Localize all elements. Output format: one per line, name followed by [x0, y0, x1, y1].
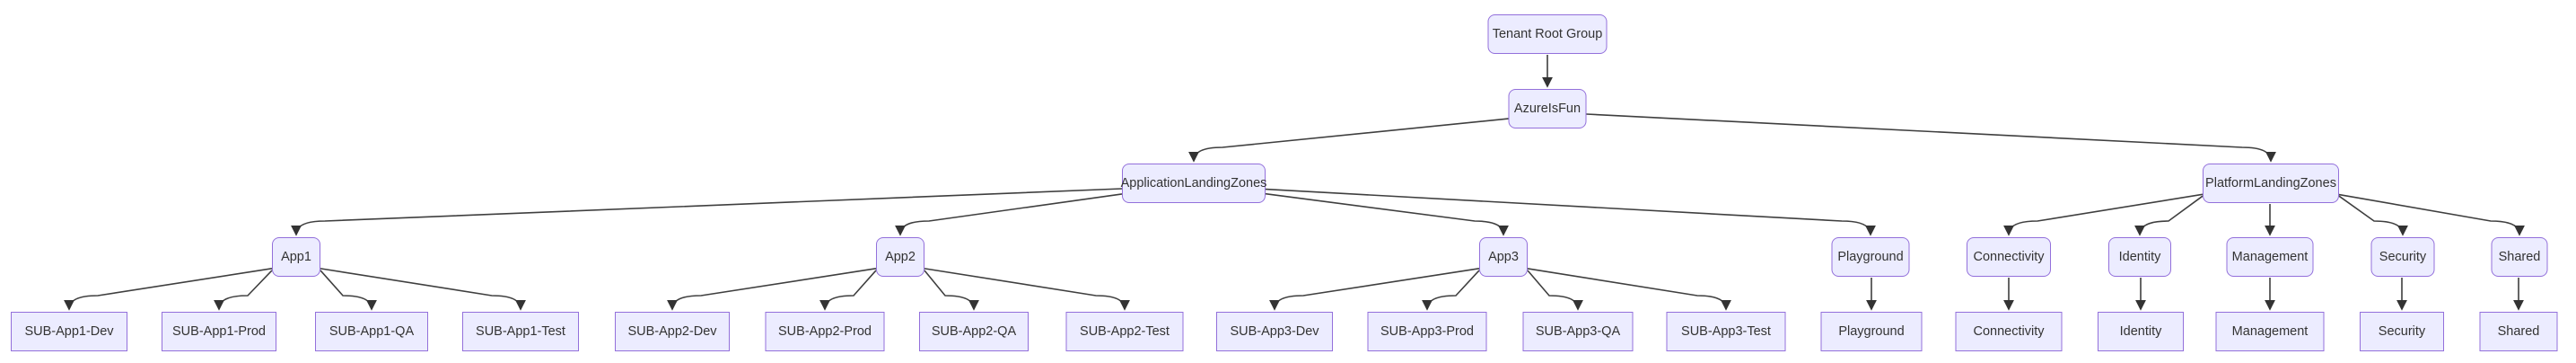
edge-app2-to-sub-app2-qa	[924, 270, 979, 311]
node-identity-sub: Identity	[2098, 312, 2184, 351]
node-azure-is-fun: AzureIsFun	[1508, 89, 1587, 128]
node-playground-sub: Playground	[1820, 312, 1923, 351]
edge-platform-landing-zones-to-shared-mg	[2338, 193, 2525, 236]
node-sub-app2-test: SUB-App2-Test	[1065, 312, 1184, 351]
node-sub-app1-prod: SUB-App1-Prod	[162, 312, 276, 351]
node-sub-app3-qa: SUB-App3-QA	[1522, 312, 1634, 351]
edge-azure-is-fun-to-application-landing-zones	[1188, 118, 1509, 163]
node-sub-app2-qa: SUB-App2-QA	[919, 312, 1029, 351]
edge-azure-is-fun-to-platform-landing-zones	[1586, 113, 2276, 163]
edge-app3-to-sub-app3-test	[1527, 268, 1731, 311]
edge-application-landing-zones-to-app2	[895, 193, 1123, 236]
node-shared-mg: Shared	[2491, 237, 2548, 277]
node-sub-app1-qa: SUB-App1-QA	[315, 312, 428, 351]
node-sub-app3-prod: SUB-App3-Prod	[1367, 312, 1487, 351]
node-management-sub: Management	[2215, 312, 2325, 351]
edge-app2-to-sub-app2-test	[924, 268, 1130, 311]
node-connectivity-sub: Connectivity	[1955, 312, 2063, 351]
edge-application-landing-zones-to-app3	[1265, 192, 1509, 236]
node-tenant-root-group: Tenant Root Group	[1487, 14, 1608, 54]
edge-app3-to-sub-app3-dev	[1269, 268, 1480, 311]
edge-app2-to-sub-app2-prod	[819, 270, 877, 311]
node-sub-app2-prod: SUB-App2-Prod	[765, 312, 885, 351]
edge-platform-landing-zones-to-security-mg	[2338, 195, 2408, 236]
node-sub-app1-test: SUB-App1-Test	[462, 312, 579, 351]
node-sub-app3-dev: SUB-App3-Dev	[1216, 312, 1333, 351]
node-security-mg: Security	[2370, 237, 2435, 277]
edge-app3-to-sub-app3-prod	[1422, 270, 1480, 311]
node-shared-sub: Shared	[2479, 312, 2558, 351]
edge-application-landing-zones-to-app1	[291, 188, 1123, 236]
edge-app1-to-sub-app1-qa	[320, 270, 377, 311]
node-playground-mg: Playground	[1831, 237, 1910, 277]
edge-app1-to-sub-app1-prod	[214, 270, 273, 311]
node-sub-app3-test: SUB-App3-Test	[1666, 312, 1786, 351]
edge-app3-to-sub-app3-qa	[1527, 270, 1583, 311]
edge-app1-to-sub-app1-dev	[64, 268, 273, 311]
node-app1: App1	[272, 237, 320, 277]
node-app3: App3	[1479, 237, 1528, 277]
edge-platform-landing-zones-to-connectivity-mg	[2003, 193, 2204, 236]
node-sub-app2-dev: SUB-App2-Dev	[615, 312, 730, 351]
node-connectivity-mg: Connectivity	[1967, 237, 2051, 277]
node-management-mg: Management	[2226, 237, 2314, 277]
node-security-sub: Security	[2360, 312, 2444, 351]
node-platform-landing-zones: PlatformLandingZones	[2203, 164, 2339, 203]
node-application-landing-zones: ApplicationLandingZones	[1121, 164, 1266, 203]
node-sub-app1-dev: SUB-App1-Dev	[11, 312, 127, 351]
edge-app1-to-sub-app1-test	[320, 268, 526, 311]
edge-platform-landing-zones-to-identity-mg	[2134, 195, 2204, 236]
edge-application-landing-zones-to-playground-mg	[1265, 188, 1876, 236]
node-app2: App2	[876, 237, 924, 277]
node-identity-mg: Identity	[2108, 237, 2171, 277]
edge-app2-to-sub-app2-dev	[667, 268, 877, 311]
